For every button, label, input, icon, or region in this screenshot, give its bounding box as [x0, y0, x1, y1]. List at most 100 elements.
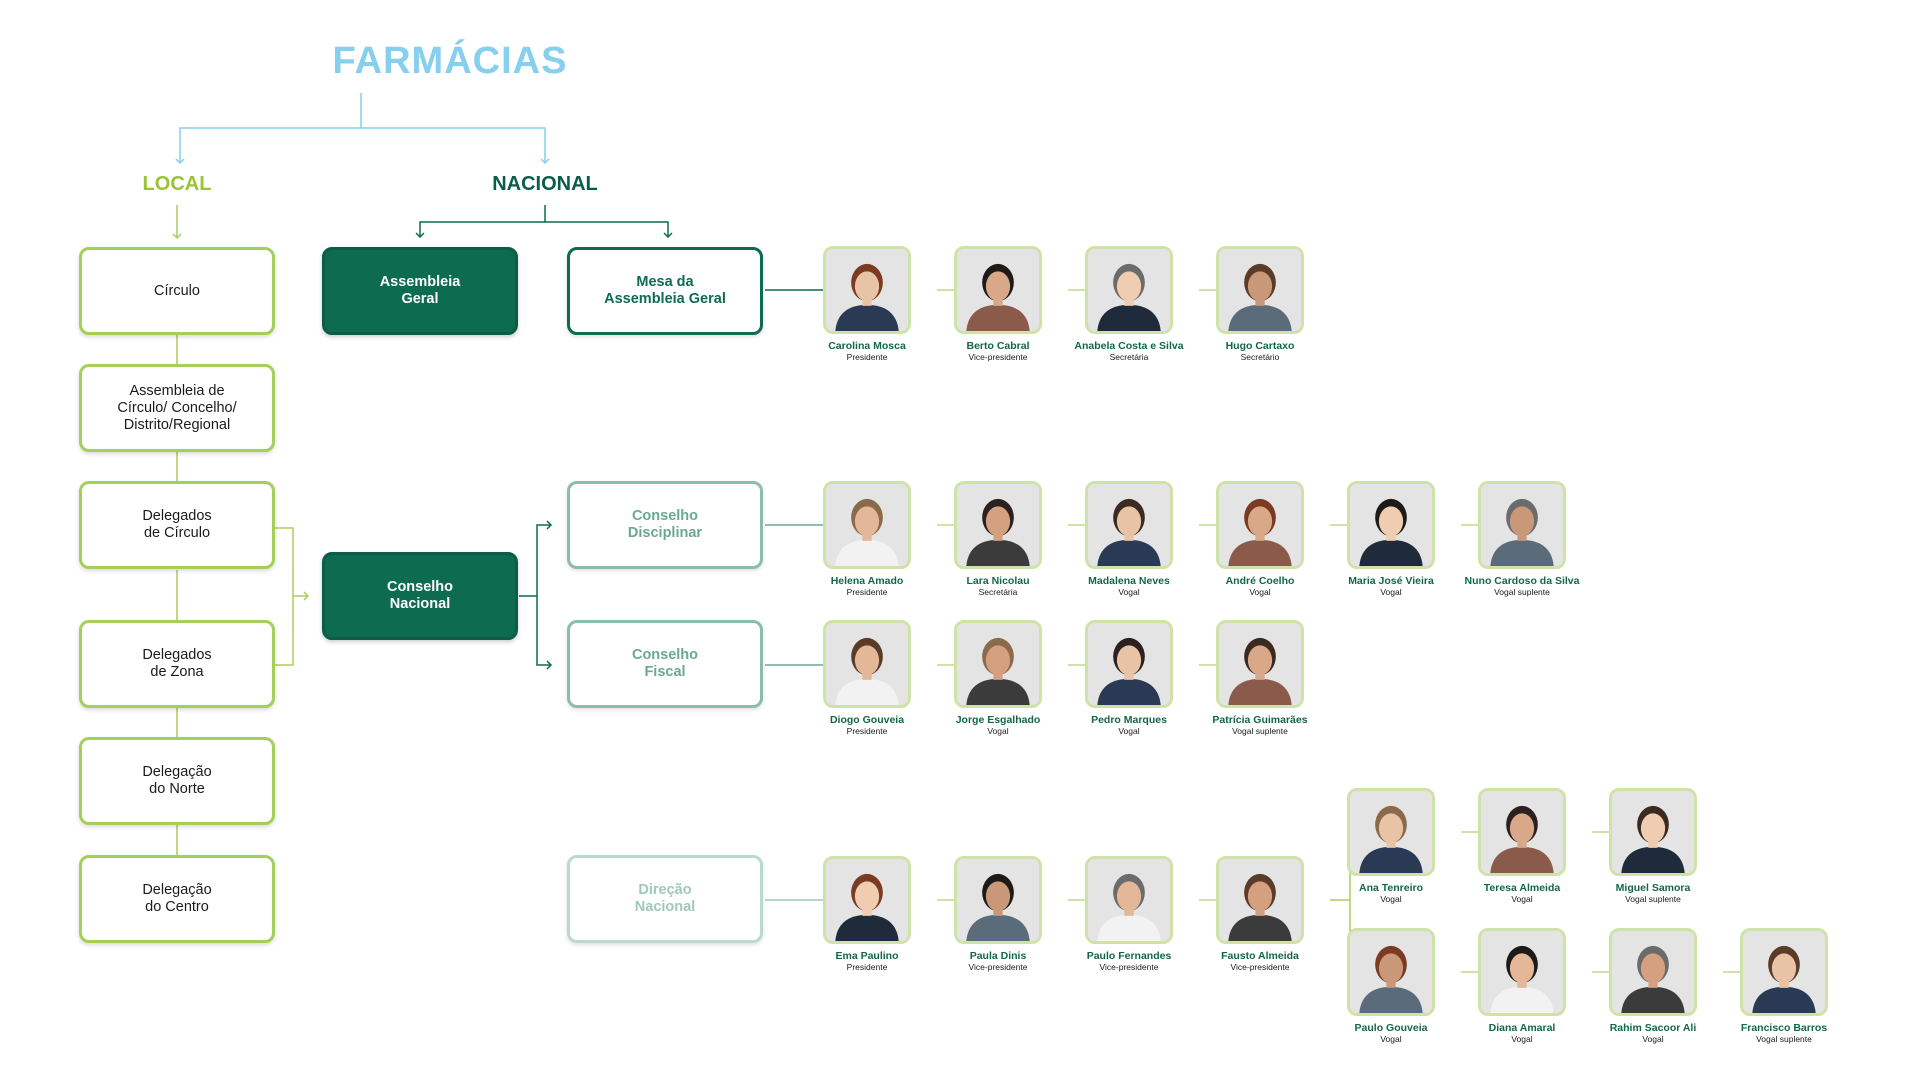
- person-photo-icon: [957, 484, 1039, 566]
- person-name: Maria José Vieira: [1348, 575, 1434, 587]
- branch-nacional-label: NACIONAL: [492, 173, 598, 195]
- avatar: [1347, 481, 1435, 569]
- branch-local-label: LOCAL: [142, 173, 212, 195]
- person-role: Vogal: [987, 726, 1009, 736]
- person-role: Vice-presidente: [1230, 962, 1290, 972]
- person-role: Vogal: [1380, 894, 1402, 904]
- box-direcao-nacional[interactable]: Direção Nacional: [567, 855, 763, 943]
- person-photo-icon: [1350, 484, 1432, 566]
- box-delegacao-centro[interactable]: Delegação do Centro: [79, 855, 275, 943]
- person-name: Jorge Esgalhado: [955, 714, 1041, 726]
- person-role: Vogal suplente: [1756, 1034, 1812, 1044]
- person-name: Patrícia Guimarães: [1212, 714, 1308, 726]
- box-circulo[interactable]: Círculo: [79, 247, 275, 335]
- person-photo-icon: [957, 249, 1039, 331]
- person-role: Presidente: [846, 962, 888, 972]
- person-role: Vogal: [1511, 1034, 1533, 1044]
- person-name: Carolina Mosca: [828, 340, 906, 352]
- avatar: [1347, 928, 1435, 1016]
- person-role: Vice-presidente: [968, 352, 1028, 362]
- person-role: Vogal: [1380, 1034, 1402, 1044]
- avatar: [1609, 928, 1697, 1016]
- person-role: Secretário: [1240, 352, 1280, 362]
- avatar: [1216, 620, 1304, 708]
- person-name: Pedro Marques: [1091, 714, 1167, 726]
- person-name: Anabela Costa e Silva: [1074, 340, 1184, 352]
- avatar: [1478, 481, 1566, 569]
- avatar: [1478, 788, 1566, 876]
- person-name: Lara Nicolau: [966, 575, 1030, 587]
- box-delegados-circulo[interactable]: Delegados de Círculo: [79, 481, 275, 569]
- person-photo-icon: [1612, 931, 1694, 1013]
- box-conselho-nacional[interactable]: Conselho Nacional: [322, 552, 518, 640]
- box-delegados-zona[interactable]: Delegados de Zona: [79, 620, 275, 708]
- person-photo-icon: [1350, 791, 1432, 873]
- box-conselho-disciplinar[interactable]: Conselho Disciplinar: [567, 481, 763, 569]
- person-photo-icon: [1088, 623, 1170, 705]
- person-role: Vogal: [1249, 587, 1271, 597]
- person-role: Secretária: [1109, 352, 1149, 362]
- avatar: [954, 620, 1042, 708]
- avatar: [1085, 246, 1173, 334]
- person-photo-icon: [1088, 859, 1170, 941]
- person-name: Paulo Fernandes: [1086, 950, 1172, 962]
- page-title: FARMÁCIAS: [332, 40, 568, 82]
- person-photo-icon: [1481, 931, 1563, 1013]
- person-name: Paulo Gouveia: [1354, 1022, 1428, 1034]
- person-photo-icon: [957, 859, 1039, 941]
- person-photo-icon: [1088, 484, 1170, 566]
- person-name: Nuno Cardoso da Silva: [1464, 575, 1580, 587]
- avatar: [954, 246, 1042, 334]
- person-photo-icon: [1481, 484, 1563, 566]
- avatar: [823, 246, 911, 334]
- person-name: Ana Tenreiro: [1359, 882, 1423, 894]
- box-assembleia-geral[interactable]: Assembleia Geral: [322, 247, 518, 335]
- person-photo-icon: [826, 859, 908, 941]
- person-name: Helena Amado: [830, 575, 904, 587]
- box-conselho-fiscal[interactable]: Conselho Fiscal: [567, 620, 763, 708]
- person-photo-icon: [826, 484, 908, 566]
- person-role: Vogal: [1118, 587, 1140, 597]
- person-role: Presidente: [846, 352, 888, 362]
- person-role: Secretária: [978, 587, 1018, 597]
- person-role: Vice-presidente: [968, 962, 1028, 972]
- avatar: [954, 856, 1042, 944]
- box-assembleia-circulo[interactable]: Assembleia de Círculo/ Concelho/ Distrit…: [79, 364, 275, 452]
- person-name: Francisco Barros: [1740, 1022, 1828, 1034]
- avatar: [823, 620, 911, 708]
- box-delegacao-norte[interactable]: Delegação do Norte: [79, 737, 275, 825]
- person-role: Vice-presidente: [1099, 962, 1159, 972]
- person-role: Vogal: [1642, 1034, 1664, 1044]
- box-mesa-assembleia-geral[interactable]: Mesa da Assembleia Geral: [567, 247, 763, 335]
- person-photo-icon: [1350, 931, 1432, 1013]
- avatar: [954, 481, 1042, 569]
- person-role: Vogal suplente: [1232, 726, 1288, 736]
- person-role: Vogal: [1511, 894, 1533, 904]
- avatar: [1085, 856, 1173, 944]
